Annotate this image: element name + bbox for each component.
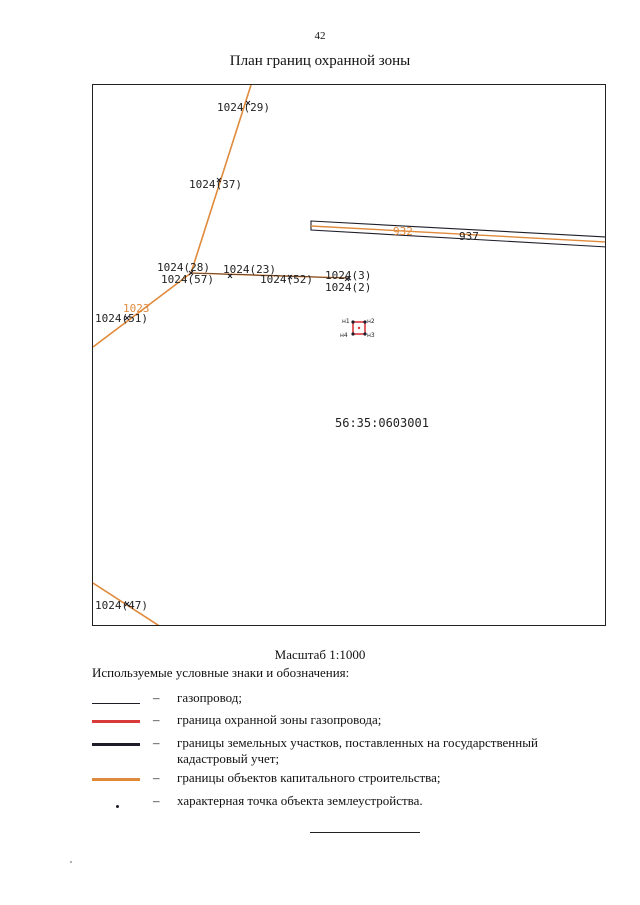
- legend-symbol-characteristic-point: [92, 801, 140, 808]
- stray-mark: [70, 861, 72, 863]
- zone-point-label: н3: [367, 332, 375, 339]
- parcel-label: 937: [459, 230, 479, 243]
- zone-point-label: н1: [342, 318, 350, 325]
- legend-item-protection-zone: – граница охранной зоны газопровода;: [92, 712, 562, 742]
- cadastral-number: 56:35:0603001: [335, 416, 429, 430]
- characteristic-point: [351, 332, 355, 336]
- zone-center-mark: [357, 326, 361, 330]
- construction-boundary-line: [93, 272, 192, 348]
- point-label: 1024(37): [189, 178, 242, 191]
- point-label: 1024(3): [325, 269, 371, 282]
- point-marker: [344, 276, 350, 282]
- legend-symbol-gas-pipeline: [92, 703, 140, 704]
- point-label: 1024(57): [161, 273, 214, 286]
- point-label: 1024(29): [217, 101, 270, 114]
- point-dot-icon: [116, 805, 119, 808]
- legend-heading: Используемые условные знаки и обозначени…: [92, 665, 350, 680]
- point-marker: [227, 273, 233, 279]
- legend-dash: –: [153, 712, 160, 727]
- legend-symbol-construction: [92, 778, 140, 781]
- legend-text: границы объектов капитального строительс…: [177, 770, 441, 785]
- legend-text: газопровод;: [177, 690, 243, 705]
- point-label: 1024(28): [157, 261, 210, 274]
- legend-text: граница охранной зоны газопровода;: [177, 712, 382, 727]
- point-marker: [245, 100, 251, 106]
- legend-dash: –: [153, 770, 160, 785]
- legend-item-gas-pipeline: – газопровод;: [92, 690, 562, 720]
- page-number: 42: [314, 30, 326, 42]
- construction-boundary-line: [93, 582, 160, 625]
- construction-boundary-line: [190, 85, 252, 274]
- legend-dash: –: [153, 793, 160, 808]
- legend-dash: –: [153, 690, 160, 705]
- parcel-boundary-strip: [310, 220, 605, 248]
- page-title: План границ охранной зоны: [229, 53, 411, 69]
- map-drawing: 1024(29) 1024(37) 1024(28) 1024(23) 1024…: [93, 85, 605, 625]
- parcel-label: 1023: [123, 302, 150, 315]
- zone-point-label: н4: [340, 332, 348, 339]
- signature-line: [310, 832, 420, 833]
- protection-zone-boundary: [352, 321, 366, 335]
- parcel-label: 932: [393, 225, 413, 238]
- characteristic-point: [363, 320, 367, 324]
- legend-dash: –: [153, 735, 160, 750]
- gas-pipeline-line: [190, 272, 348, 279]
- point-marker: [124, 601, 130, 607]
- characteristic-point: [363, 332, 367, 336]
- point-marker: [188, 270, 194, 276]
- legend-text: границы земельных участков, поставленных…: [177, 735, 538, 766]
- construction-boundary-line: [310, 225, 605, 243]
- legend-item-construction: – границы объектов капитального строител…: [92, 770, 562, 800]
- legend-item-characteristic-point: – характерная точка объекта землеустройс…: [92, 793, 562, 823]
- point-label: 1024(52): [260, 273, 313, 286]
- characteristic-point: [351, 320, 355, 324]
- legend-text: характерная точка объекта землеустройств…: [177, 793, 423, 808]
- point-label: 1024(2): [325, 281, 371, 294]
- point-markers: [124, 100, 350, 607]
- point-label: 1024(23): [223, 263, 276, 276]
- scale-label: Масштаб 1:1000: [274, 647, 366, 662]
- point-marker: [287, 274, 293, 280]
- point-label: 1024(51): [95, 312, 148, 325]
- legend-item-land-parcels: – границы земельных участков, поставленн…: [92, 735, 562, 769]
- legend-symbol-protection-zone: [92, 720, 140, 723]
- point-marker: [124, 315, 130, 321]
- point-label: 1024(47): [95, 599, 148, 612]
- point-marker: [216, 177, 222, 183]
- legend-symbol-land-parcels: [92, 743, 140, 746]
- boundary-plan-map: 1024(29) 1024(37) 1024(28) 1024(23) 1024…: [92, 84, 606, 626]
- zone-point-label: н2: [367, 318, 375, 325]
